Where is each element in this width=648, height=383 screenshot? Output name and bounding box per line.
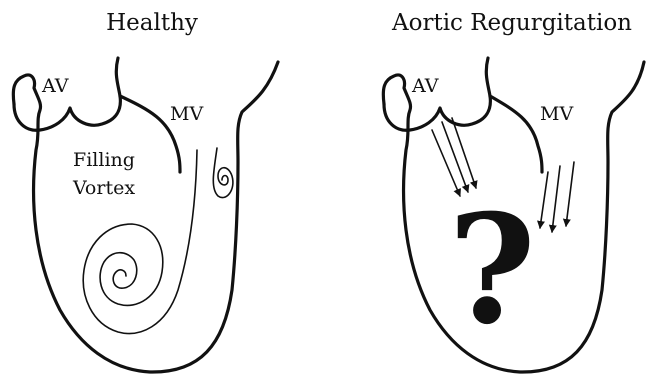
regurgitation-septum (490, 96, 542, 172)
unknown-flow-question-mark: ? (448, 182, 536, 358)
mv-small-vortex (213, 148, 233, 198)
healthy-av-label: AV (41, 75, 69, 97)
vortex-label-line1: Filling (73, 149, 135, 171)
regurgitation-mv-label: MV (540, 103, 573, 125)
mitral-inflow-arrow-3 (566, 162, 574, 226)
vortex-label-line2: Vortex (72, 177, 135, 199)
regurgitant-jet-arrow-3 (452, 118, 476, 188)
mitral-inflow-arrow-1 (540, 172, 548, 228)
healthy-mv-label: MV (170, 103, 203, 125)
regurgitation-panel: Aortic Regurgitation AV MV ? (383, 10, 644, 372)
healthy-panel: Healthy AV MV Filling Vortex (13, 10, 278, 372)
mitral-inflow-arrow-2 (552, 166, 560, 232)
regurgitation-title: Aortic Regurgitation (391, 10, 632, 36)
regurgitation-av-label: AV (411, 75, 439, 97)
healthy-title: Healthy (106, 10, 198, 36)
